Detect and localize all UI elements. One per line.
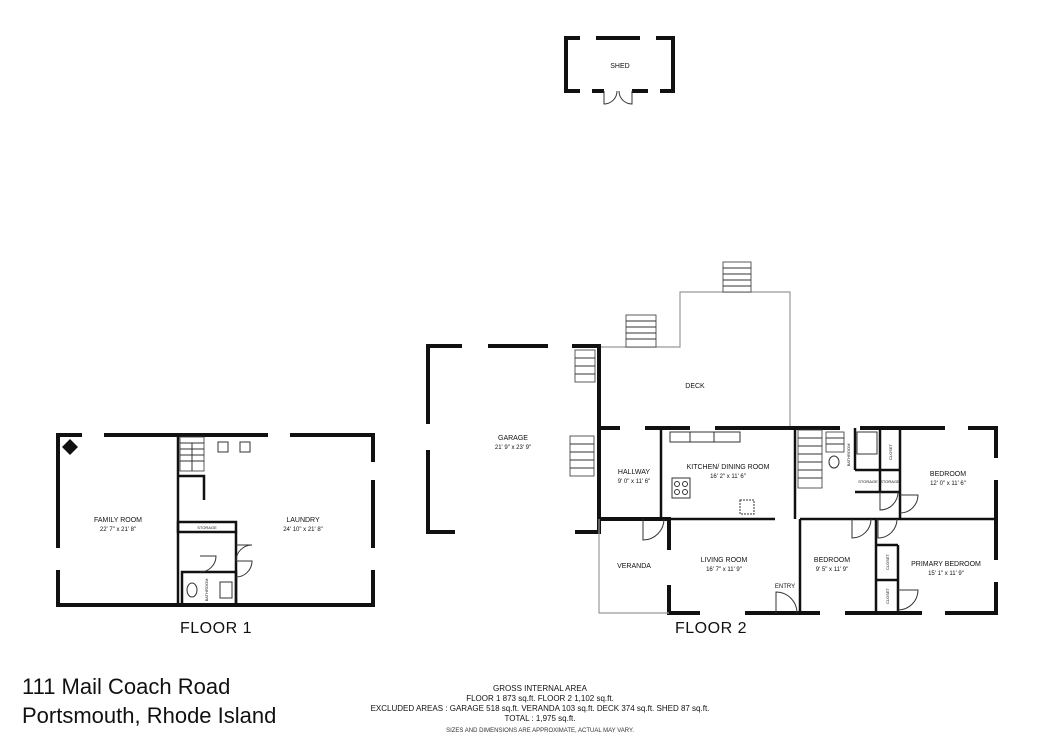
storage3-label: STORAGE <box>880 479 900 484</box>
bathroom2-label: BATHROOM <box>846 444 851 467</box>
disclaimer: SIZES AND DIMENSIONS ARE APPROXIMATE, AC… <box>446 728 634 734</box>
closet-top-label: CLOSET <box>888 443 893 460</box>
family-room-label: FAMILY ROOM <box>94 517 142 524</box>
primary-bedroom-label: PRIMARY BEDROOM <box>911 561 981 568</box>
primary-bedroom-dims: 15' 1" x 11' 9" <box>928 571 964 577</box>
kitchen-dims: 16' 2" x 11' 6" <box>710 474 746 480</box>
closet-low-label: CLOSET <box>885 587 890 604</box>
garage-label: GARAGE <box>498 435 528 442</box>
bedroom-mid-dims: 9' 5" x 11' 9" <box>816 567 848 573</box>
floor-2-label: FLOOR 2 <box>675 620 747 637</box>
entry-label: ENTRY <box>775 584 795 590</box>
floor-2-plan: DECK GARAGE 21' 9" x 23' 9" VERANDA <box>425 261 999 616</box>
veranda-label: VERANDA <box>617 563 651 570</box>
shed: SHED <box>564 35 675 105</box>
bedroom-top-dims: 12' 0" x 11' 6" <box>930 481 966 487</box>
family-room-dims: 22' 7" x 21' 8" <box>100 527 136 533</box>
living-room-label: LIVING ROOM <box>701 557 748 564</box>
laundry-label: LAUNDRY <box>286 517 320 524</box>
storage2-label: STORAGE <box>858 479 878 484</box>
fireplace-icon <box>62 439 78 455</box>
bedroom-top-label: BEDROOM <box>930 471 966 478</box>
storage1-label: STORAGE <box>197 525 217 530</box>
closet-mid-label: CLOSET <box>885 553 890 570</box>
area-floors: FLOOR 1 873 sq.ft. FLOOR 2 1,102 sq.ft. <box>466 694 614 703</box>
living-room-dims: 16' 7" x 11' 9" <box>706 567 742 573</box>
area-excluded: EXCLUDED AREAS : GARAGE 518 sq.ft. VERAN… <box>370 704 710 713</box>
area-title: GROSS INTERNAL AREA <box>493 684 587 693</box>
deck-label: DECK <box>685 383 705 390</box>
shed-label: SHED <box>610 63 629 70</box>
address-line-2: Portsmouth, Rhode Island <box>22 703 277 728</box>
address-line-1: 111 Mail Coach Road <box>22 674 231 699</box>
laundry-dims: 24' 10" x 21' 8" <box>283 527 323 533</box>
hallway-label: HALLWAY <box>618 469 650 476</box>
kitchen-label: KITCHEN/ DINING ROOM <box>687 464 770 471</box>
area-total: TOTAL : 1,975 sq.ft. <box>504 714 576 723</box>
floor-1-label: FLOOR 1 <box>180 620 252 637</box>
bathroom1-label: BATHROOM <box>204 579 209 602</box>
bedroom-mid-label: BEDROOM <box>814 557 850 564</box>
hallway-dims: 9' 0" x 11' 6" <box>618 479 650 485</box>
garage-dims: 21' 9" x 23' 9" <box>495 445 531 451</box>
floor-1-plan: STORAGE BATHROOM FAMILY ROOM 22' 7" x 21… <box>55 432 376 607</box>
